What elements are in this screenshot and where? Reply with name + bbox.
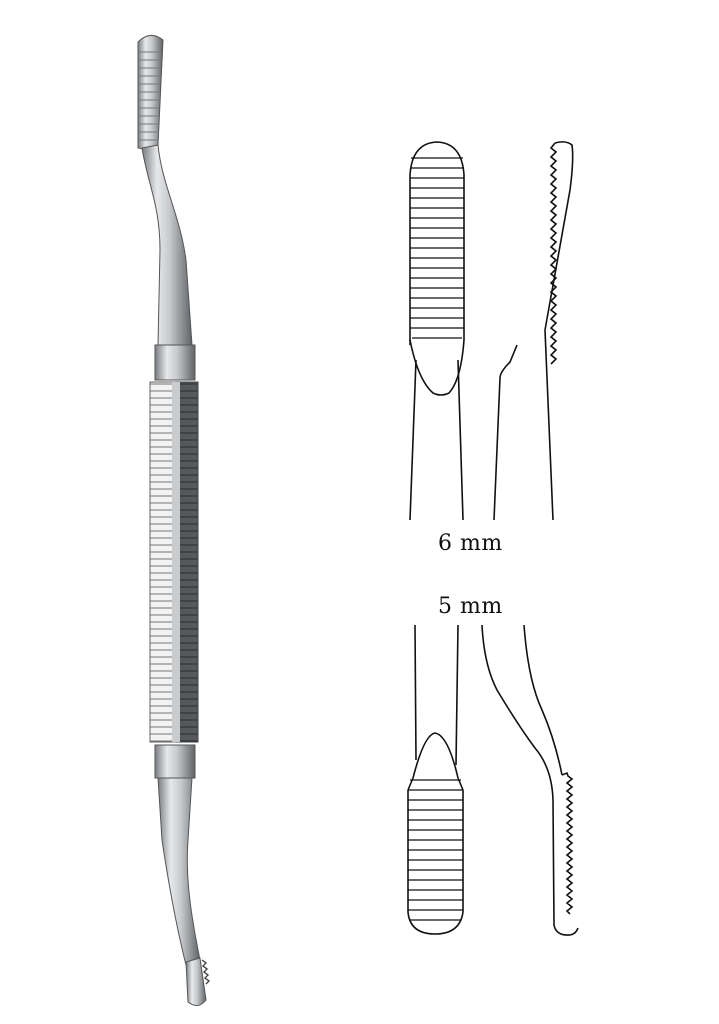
top-width-label: 6 mm	[438, 531, 503, 556]
5mm-tip-front-view	[407, 624, 464, 935]
5mm-tip-side-view	[481, 624, 579, 936]
6mm-tip-side-view	[493, 141, 574, 521]
top-working-tip	[137, 35, 164, 151]
bottom-working-tip	[185, 957, 207, 1006]
top-collar	[154, 344, 196, 381]
bottom-width-label: 5 mm	[438, 594, 503, 619]
bottom-collar	[154, 744, 196, 779]
knurled-handle	[149, 381, 199, 743]
6mm-tip-front-view	[409, 141, 465, 521]
